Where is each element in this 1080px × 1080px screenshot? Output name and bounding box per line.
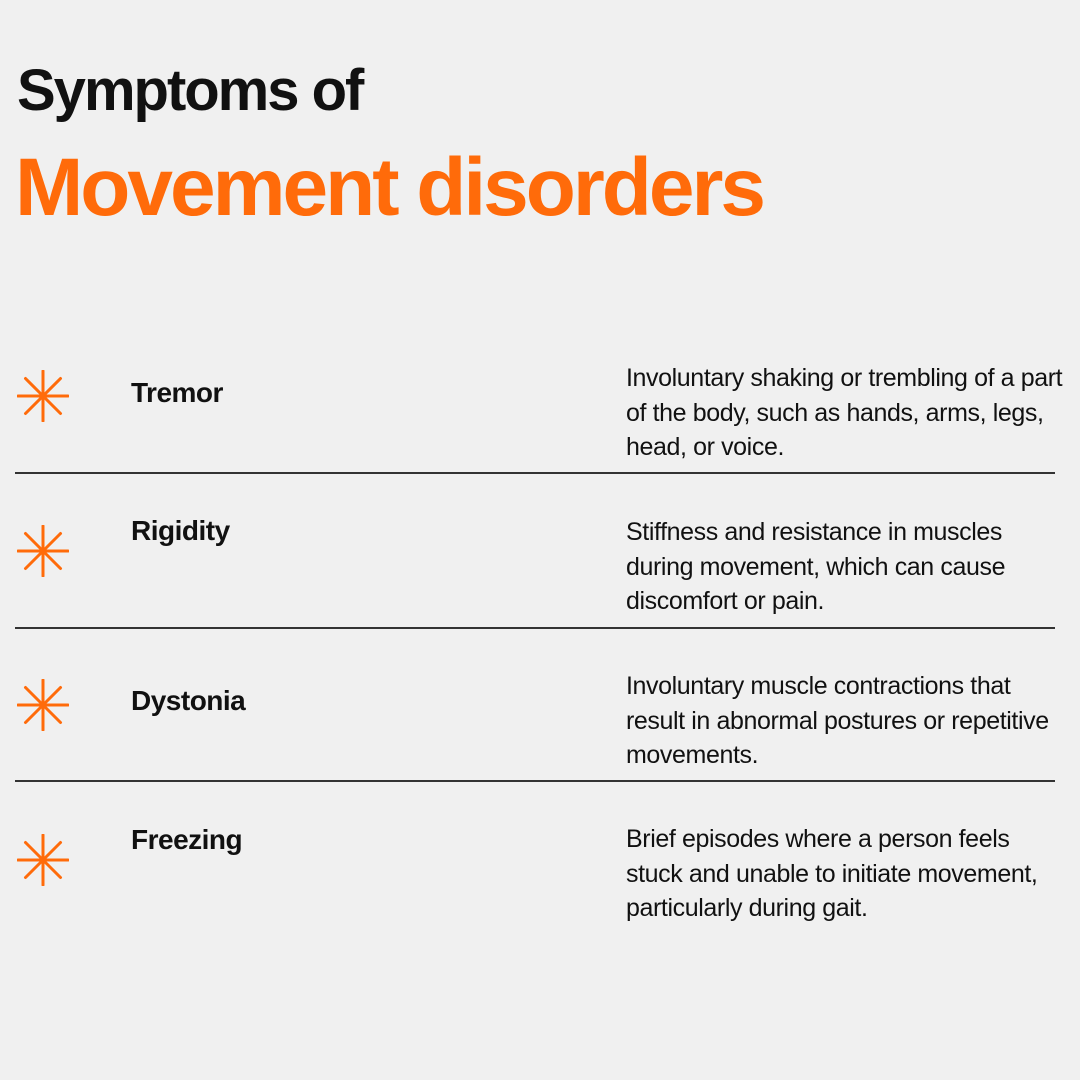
asterisk-icon <box>16 524 70 578</box>
symptom-description: Involuntary muscle contractions that res… <box>626 672 1049 769</box>
symptom-name: Rigidity <box>131 515 230 546</box>
symptom-description: Brief episodes where a person feels stuc… <box>626 825 1038 922</box>
divider <box>15 780 1055 782</box>
asterisk-icon <box>16 833 70 887</box>
symptom-name: Tremor <box>131 377 223 408</box>
title-line-1: Symptoms of <box>17 58 364 123</box>
divider <box>15 472 1055 474</box>
symptom-description: Stiffness and resistance in muscles duri… <box>626 518 1006 615</box>
asterisk-icon <box>16 369 70 423</box>
symptom-name: Dystonia <box>131 685 246 716</box>
divider <box>15 627 1055 629</box>
symptom-name: Freezing <box>131 824 243 855</box>
title-line-2: Movement disorders <box>15 142 766 233</box>
asterisk-icon <box>16 678 70 732</box>
symptom-description: Involuntary shaking or trembling of a pa… <box>626 364 1063 461</box>
